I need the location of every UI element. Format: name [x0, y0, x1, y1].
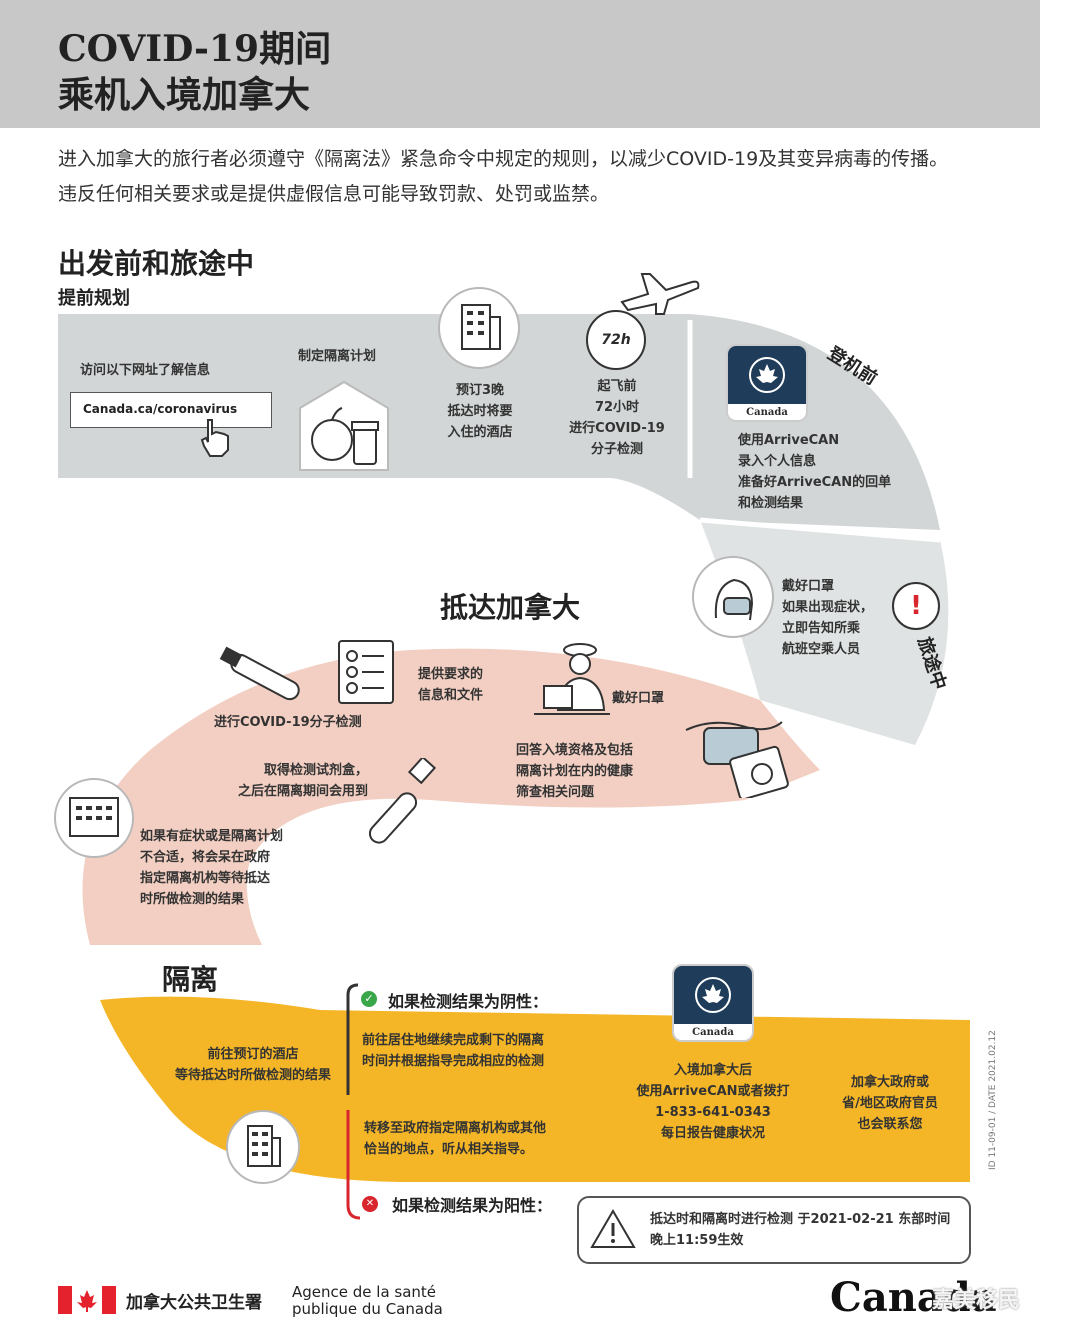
quarantine-house-icon	[299, 380, 389, 471]
yellow-road-shape	[100, 996, 970, 1182]
checklist-document-icon	[338, 640, 394, 704]
test-tube-icon	[219, 646, 300, 701]
swab-tube-icon	[368, 758, 437, 844]
positive-result-title: 如果检测结果为阳性：	[392, 1196, 553, 1215]
agency-name-zh: 加拿大公共卫生署	[126, 1293, 262, 1313]
check-icon: ✓	[361, 991, 377, 1007]
section-title-arrival: 抵达加拿大	[440, 591, 581, 624]
title-line-2: 乘机入境加拿大	[58, 74, 311, 116]
watermark-text: 嘉美移民	[932, 1288, 1021, 1313]
agency-name-fr: Agence de la santé publique du Canada	[292, 1283, 443, 1318]
title-line-1: COVID-19期间	[58, 28, 332, 70]
gov-facility-text: 如果有症状或是隔离计划 不合适，将会呆在政府 指定隔离机构等待抵达 时所做检测的…	[140, 829, 284, 907]
arrivecan-app-icon-2[interactable]: Canada	[672, 964, 754, 1042]
intro-text: 进入加拿大的旅行者必须遵守《隔离法》紧急命令中规定的规则，以减少COVID-19…	[58, 142, 1038, 212]
alert-icon: !	[892, 582, 940, 630]
document-id-date: ID 11-09-01 / DATE 2021.02.12	[988, 1030, 998, 1170]
warning-triangle-icon	[590, 1209, 636, 1248]
url-link[interactable]: Canada.ca/coronavirus	[70, 392, 272, 428]
test-kit-text: 取得检测试剂盒， 之后在隔离期间会用到	[238, 763, 369, 799]
arrivecan-app-icon[interactable]: Canada	[726, 344, 808, 422]
negative-result-title: 如果检测结果为阴性：	[388, 992, 549, 1011]
screening-text: 回答入境资格及包括 隔离计划在内的健康 筛查相关问题	[516, 743, 634, 800]
border-officer-icon	[534, 643, 610, 715]
daily-report-text: 入境加拿大后 使用ArriveCAN或者拨打 1-833-641-0343 每日…	[636, 1063, 790, 1141]
mask-face-icon	[692, 556, 774, 638]
section-subtitle-plan: 提前规划	[58, 288, 130, 309]
app-tile-top	[728, 346, 806, 404]
pink-road-shape	[82, 648, 820, 945]
gov-contact-text: 加拿大政府或 省/地区政府官员 也会联系您	[842, 1075, 938, 1132]
hotel-booking-text: 预订3晚 抵达时将要 入住的酒店	[447, 383, 513, 440]
quarantine-hotel-icon	[226, 1110, 300, 1184]
maple-leaf-icon-2	[695, 977, 731, 1013]
page-title: COVID-19期间 乘机入境加拿大	[58, 26, 331, 118]
cross-icon: ✕	[362, 1196, 378, 1212]
section-title-departure: 出发前和旅途中	[58, 247, 255, 280]
section-title-quarantine: 隔离	[162, 963, 219, 996]
hotel-wait-text: 前往预订的酒店 等待抵达时所做检测的结果	[174, 1047, 331, 1083]
airplane-icon	[620, 273, 700, 315]
wear-mask-label: 戴好口罩	[612, 691, 665, 706]
arrivecan-text: 使用ArriveCAN 录入个人信息 准备好ArriveCAN的回单 和检测结果	[738, 433, 892, 511]
in-flight-mask-text: 戴好口罩 如果出现症状， 立即告知所乘 航班空乘人员	[782, 579, 874, 657]
effective-date-notice	[577, 1196, 971, 1264]
visit-label: 访问以下网址了解信息	[80, 363, 211, 378]
pre-flight-test-text: 起飞前 72小时 进行COVID-19 分子检测	[569, 379, 665, 457]
positive-result-text: 转移至政府指定隔离机构或其他 恰当的地点，听从相关指导。	[364, 1121, 547, 1157]
app-tile-top-2	[674, 966, 752, 1024]
intro-line-1: 进入加拿大的旅行者必须遵守《隔离法》紧急命令中规定的规则，以减少COVID-19…	[58, 148, 949, 170]
gov-facility-icon	[54, 778, 134, 858]
positive-bracket	[346, 1110, 361, 1220]
clock-72h-text: 72h	[601, 332, 631, 348]
effective-date-text: 抵达时和隔离时进行检测 于2021-02-21 东部时间 晚上11:59生效	[650, 1212, 951, 1248]
clock-72h-icon: 72h	[586, 310, 646, 370]
header-band	[0, 0, 1040, 128]
mask-passport-icon	[685, 721, 789, 798]
maple-leaf-icon	[749, 357, 785, 393]
negative-bracket	[346, 983, 359, 1095]
canada-wordmark: Canada	[830, 1274, 997, 1321]
canada-flag-icon	[58, 1286, 116, 1314]
app-brand-2: Canada	[692, 1027, 734, 1038]
arrival-test-label: 进行COVID-19分子检测	[214, 715, 362, 730]
app-brand: Canada	[746, 407, 788, 418]
grey-road-shape	[58, 314, 940, 530]
pointer-hand-icon	[200, 419, 229, 457]
intro-line-2: 违反任何相关要求或是提供虚假信息可能导致罚款、处罚或监禁。	[58, 183, 610, 205]
documents-text: 提供要求的 信息和文件	[418, 667, 484, 703]
negative-result-text: 前往居住地继续完成剩下的隔离 时间并根据指导完成相应的检测	[362, 1033, 545, 1069]
hotel-icon	[438, 287, 520, 369]
plan-label: 制定隔离计划	[298, 349, 377, 364]
